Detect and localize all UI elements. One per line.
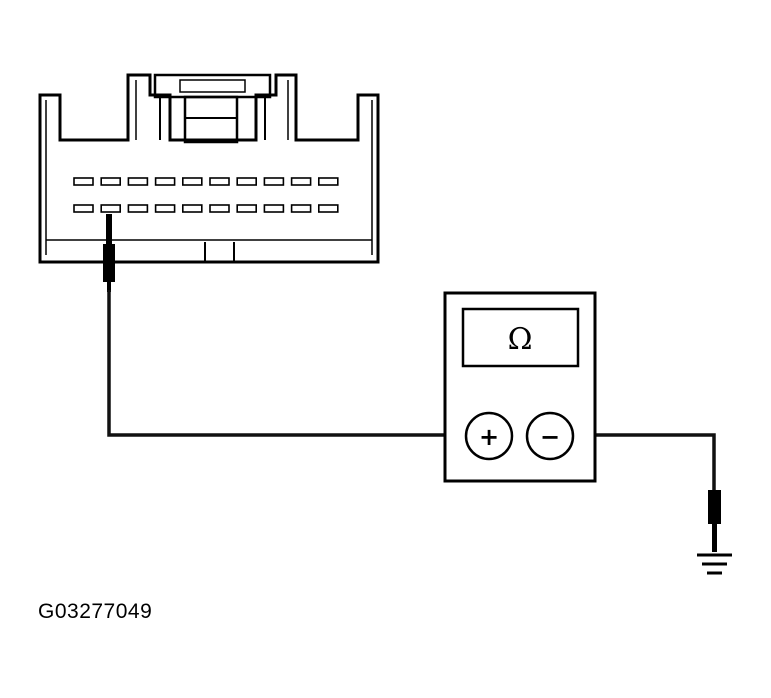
negative-jack-symbol: − — [540, 423, 560, 451]
terminal-cavity — [73, 177, 94, 186]
terminal-cavity — [263, 177, 285, 186]
positive-jack — [464, 411, 514, 461]
terminal-cavity — [290, 177, 312, 186]
connector-housing — [38, 73, 380, 264]
connector-inner-line — [45, 100, 373, 255]
terminal-cavity — [317, 204, 339, 213]
positive-lead-wire — [107, 290, 465, 437]
figure-id: G03277049 — [38, 600, 153, 623]
terminal-cavity — [236, 204, 257, 213]
negative-jack — [525, 411, 575, 461]
negative-lead-wire — [575, 433, 716, 492]
terminal-cavity — [100, 204, 121, 213]
terminal-cavity — [127, 204, 149, 213]
ohmmeter: Ω + − — [443, 291, 597, 483]
terminal-cavity — [100, 177, 121, 186]
terminal-cavity — [182, 204, 203, 213]
terminal-cavity — [182, 177, 203, 186]
terminal-cavity — [209, 177, 230, 186]
positive-jack-symbol: + — [479, 423, 499, 451]
connector — [38, 73, 380, 264]
meter-display — [461, 307, 580, 368]
terminal-cavity — [73, 204, 94, 213]
pin-probe — [103, 214, 115, 292]
terminal-cavity — [263, 204, 285, 213]
terminal-cavity — [127, 177, 149, 186]
meter-ohm-symbol: Ω — [508, 322, 533, 357]
terminal-cavity — [290, 204, 312, 213]
terminal-cavity — [317, 177, 339, 186]
test-leads — [107, 290, 716, 492]
terminal-cavity — [154, 204, 176, 213]
ground-symbol — [697, 553, 732, 575]
connector-latch — [135, 73, 289, 144]
terminal-cavity — [154, 177, 176, 186]
terminal-cavity — [209, 204, 230, 213]
ground-probe — [708, 490, 721, 552]
connector-seam — [204, 242, 235, 262]
terminal-cavity — [236, 177, 257, 186]
connector-cavities — [73, 177, 339, 213]
